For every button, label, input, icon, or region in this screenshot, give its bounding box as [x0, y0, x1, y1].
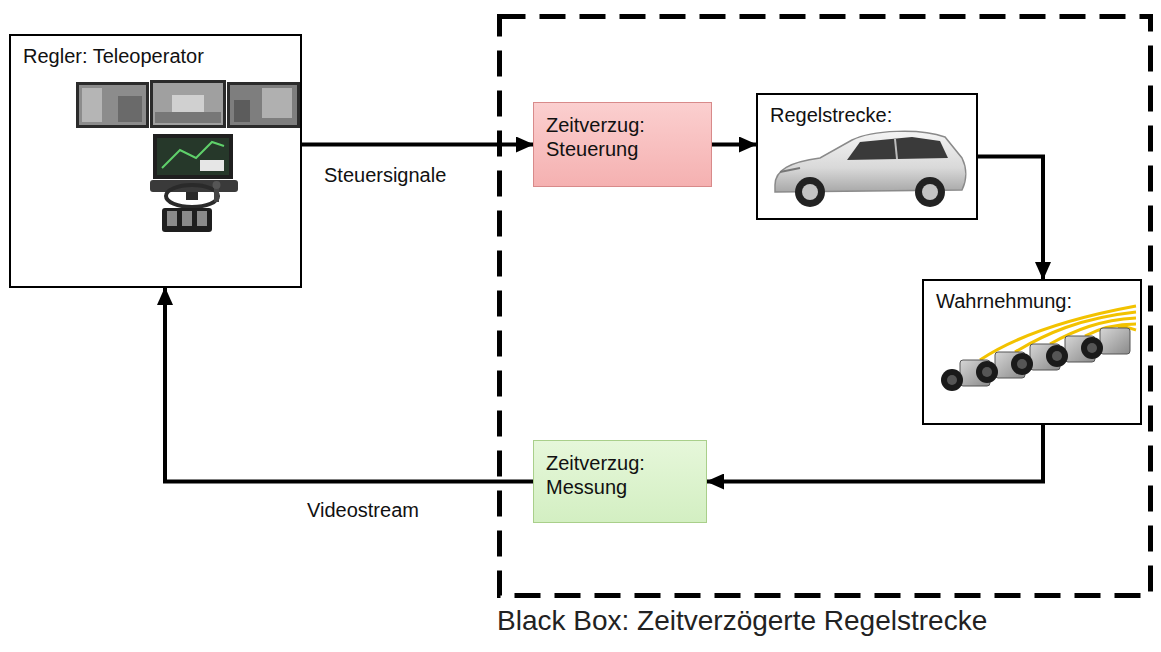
controller-box: Regler: Teleoperator — [9, 34, 302, 288]
region-heading: Black Box: Zeitverzögerte Regelstrecke — [497, 604, 987, 638]
box-label: Zeitverzug: Steuerung — [546, 113, 699, 161]
signal-arrow — [978, 157, 1043, 280]
delay-box: Zeitverzug: Steuerung — [533, 102, 712, 187]
signal-label: Steuersignale — [322, 163, 448, 187]
box-label: Regelstrecke: — [770, 103, 964, 127]
box-label: Wahrnehmung: — [936, 289, 1128, 313]
navigation-screen — [153, 134, 233, 179]
signal-arrow — [712, 143, 756, 147]
monitor-wall — [76, 80, 300, 128]
signal-arrow — [707, 425, 1043, 482]
signal-arrow — [165, 288, 533, 482]
signal-label: Videostream — [305, 498, 421, 522]
pedal-set — [162, 208, 212, 232]
delay-box: Zeitverzug: Messung — [533, 440, 707, 523]
camera-array — [941, 306, 1136, 391]
plant-box: Regelstrecke: — [756, 93, 978, 220]
box-label: Regler: Teleoperator — [23, 44, 288, 68]
steering-wheel — [150, 180, 238, 207]
black-box-region: Black Box: Zeitverzögerte RegelstreckeZe… — [497, 14, 1153, 598]
dashed-border — [500, 17, 1151, 596]
box-label: Zeitverzug: Messung — [546, 451, 694, 499]
sensor-box: Wahrnehmung: — [922, 279, 1142, 425]
car-illustration — [775, 131, 966, 207]
